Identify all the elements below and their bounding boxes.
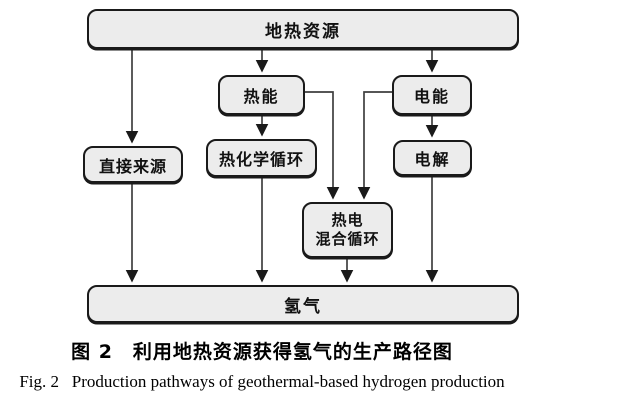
- node-thermochem-label: 热化学循环: [218, 150, 304, 169]
- node-thermal-label: 热能: [243, 87, 280, 106]
- edge-thermal-hybrid: [303, 91, 340, 200]
- node-hydrogen: 氢气: [87, 285, 519, 323]
- node-electric-energy: 电能: [392, 75, 472, 115]
- figure-caption-en: Fig. 2 Production pathways of geothermal…: [19, 372, 505, 391]
- node-thermochemical-cycle: 热化学循环: [206, 139, 317, 177]
- node-direct-source: 直接来源: [83, 146, 183, 183]
- node-electrolysis: 电解: [393, 140, 472, 176]
- node-electrolysis-label: 电解: [414, 150, 451, 169]
- node-electric-label: 电能: [413, 87, 450, 106]
- node-thermal-energy: 热能: [218, 75, 305, 115]
- node-hydrogen-label: 氢气: [284, 296, 322, 317]
- figure-caption-zh: 图 2 利用地热资源获得氢气的生产路径图: [71, 341, 453, 363]
- edge-electric-hybrid: [357, 91, 393, 200]
- node-hybrid-label-line1: 热电: [331, 210, 364, 229]
- node-geothermal-resources: 地热资源: [87, 9, 519, 49]
- node-thermoelectric-hybrid-cycle: 热电 混合循环: [302, 202, 393, 258]
- node-hybrid-label-line2: 混合循环: [315, 230, 380, 248]
- node-direct-label: 直接来源: [98, 156, 167, 176]
- node-geothermal-label: 地热资源: [265, 21, 341, 42]
